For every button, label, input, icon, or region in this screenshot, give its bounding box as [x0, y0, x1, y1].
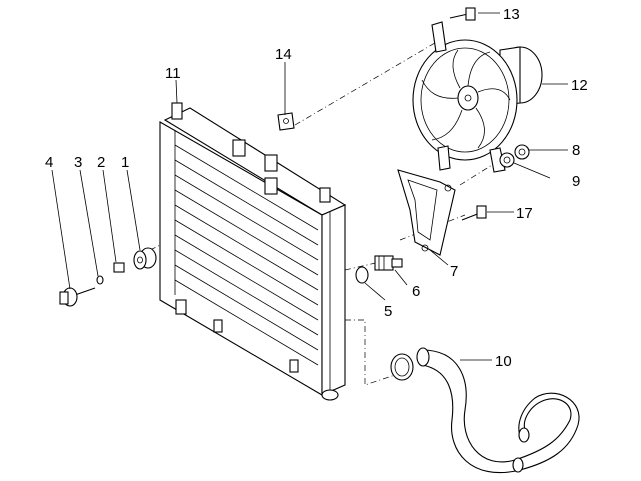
- leader-lines: [51, 12, 568, 361]
- callout-5: 5: [384, 303, 392, 320]
- callout-7: 7: [450, 263, 458, 280]
- screw-13: [449, 7, 476, 21]
- callout-9: 9: [572, 173, 580, 190]
- washer-9: [499, 152, 515, 168]
- callout-14: 14: [275, 46, 292, 63]
- washer-3: [96, 275, 104, 285]
- callout-17: 17: [516, 205, 533, 222]
- fan-bracket: [397, 169, 456, 256]
- hose: [390, 347, 580, 474]
- o-ring: [355, 266, 369, 284]
- callout-11: 11: [165, 65, 181, 82]
- callout-12: 12: [571, 77, 588, 94]
- radiator: [159, 102, 347, 401]
- callout-4: 4: [45, 154, 53, 171]
- mounting-plate: [277, 112, 295, 131]
- screw-17: [461, 205, 487, 221]
- callout-labels: 1 2 3 4 5 6 7 8 9 10 11 12 13 14 17: [45, 6, 588, 370]
- spacer-2: [113, 262, 125, 273]
- callout-1: 1: [121, 154, 129, 171]
- callout-2: 2: [97, 154, 105, 171]
- cooling-fan: [412, 21, 543, 173]
- callout-13: 13: [503, 6, 520, 23]
- thermo-switch: [374, 255, 403, 271]
- bolt-4: [59, 287, 96, 307]
- grommet-1: [133, 247, 157, 270]
- radiator-fins: [174, 130, 319, 366]
- washer-8: [514, 144, 530, 160]
- callout-10: 10: [495, 353, 512, 370]
- callout-8: 8: [572, 142, 580, 159]
- callout-6: 6: [412, 283, 420, 300]
- callout-3: 3: [74, 154, 82, 171]
